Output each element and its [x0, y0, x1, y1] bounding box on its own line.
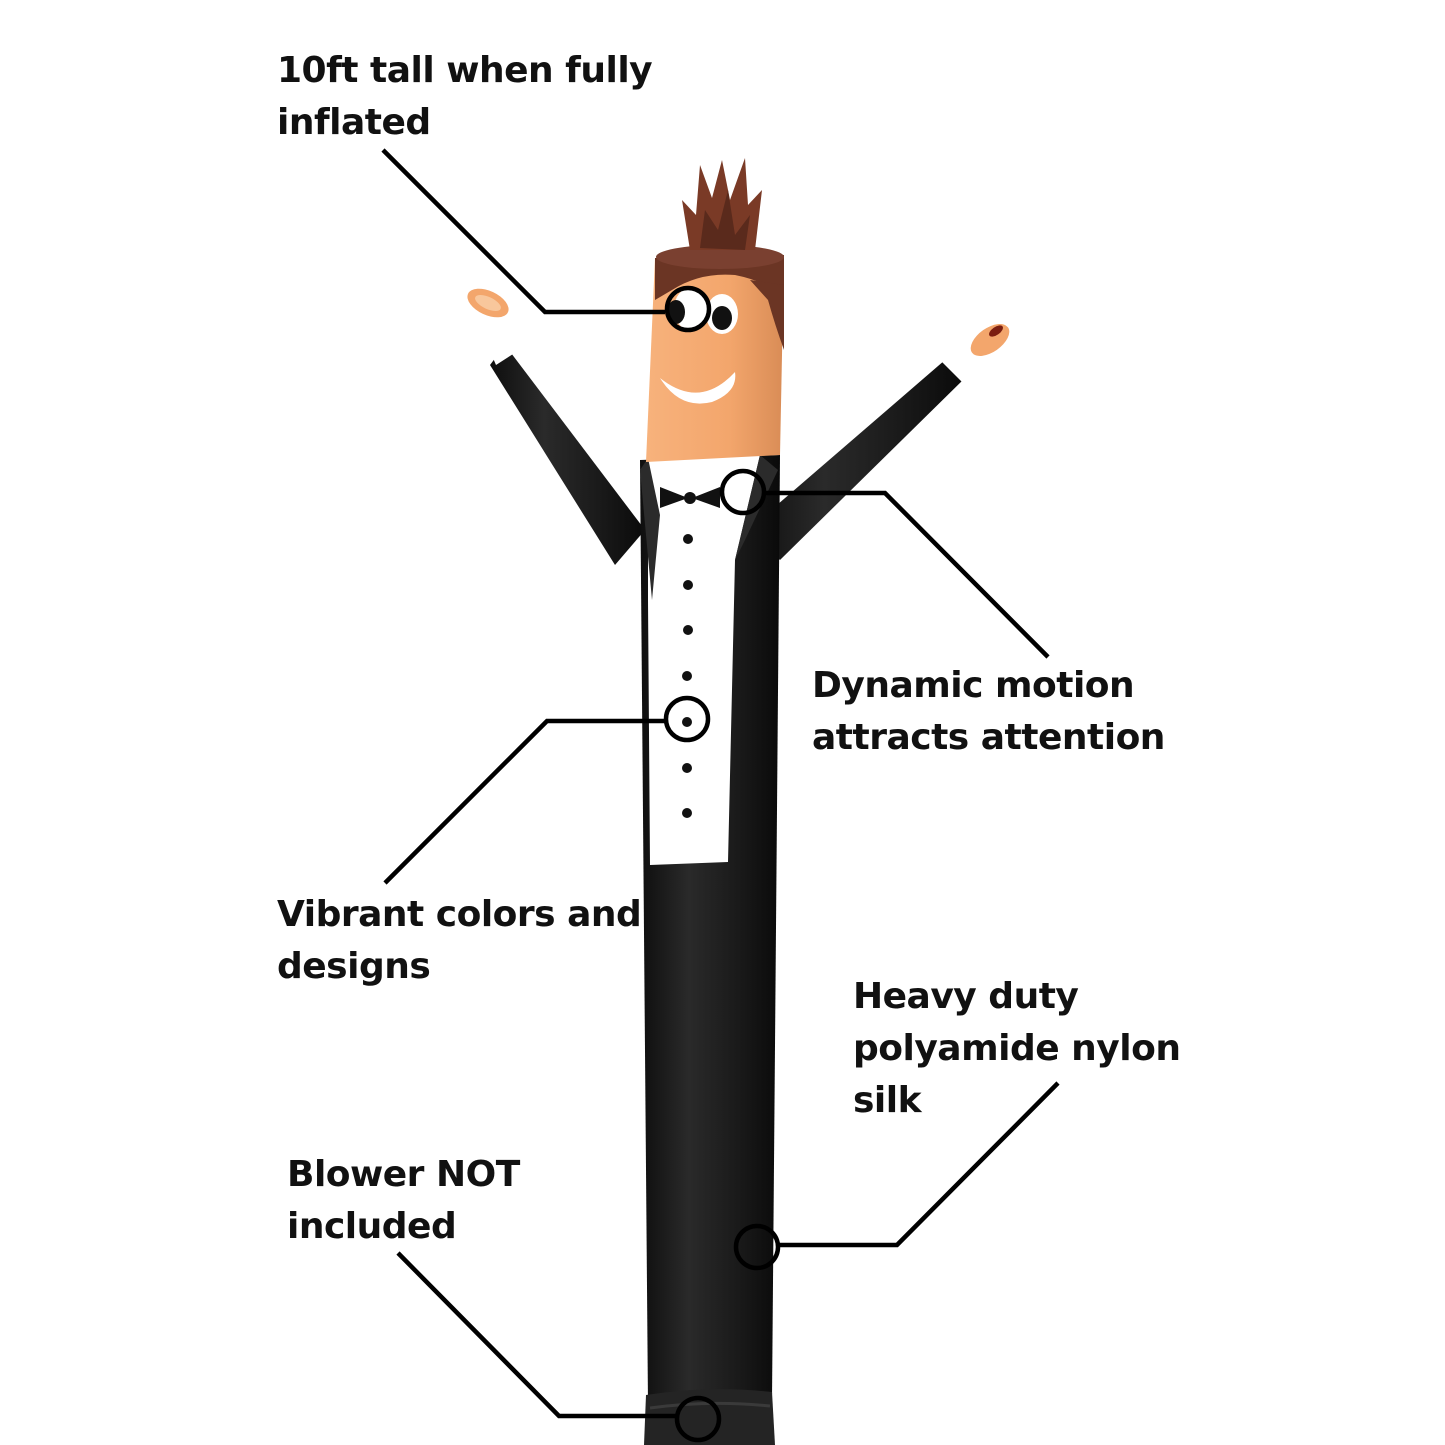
callout-height-line-1: 10ft tall when fully	[277, 50, 653, 91]
right-arm	[748, 324, 1010, 560]
callout-colors: Vibrant colors and designs	[277, 889, 642, 993]
smile-icon	[660, 372, 736, 404]
shirt-front	[648, 455, 760, 865]
callout-height: 10ft tall when fully inflated	[277, 45, 653, 149]
hair-tuft-icon	[682, 158, 762, 250]
callout-motion-line-2: attracts attention	[812, 717, 1165, 758]
callout-material-line-2: polyamide nylon	[853, 1028, 1181, 1069]
callout-material: Heavy duty polyamide nylon silk	[853, 971, 1181, 1127]
head	[646, 158, 784, 462]
callout-material-line-1: Heavy duty	[853, 976, 1079, 1017]
shirt-buttons	[682, 534, 693, 818]
callout-blower-line-2: included	[287, 1206, 457, 1247]
callout-material-line-3: silk	[853, 1080, 922, 1121]
callout-colors-line-2: designs	[277, 946, 431, 987]
callout-motion: Dynamic motion attracts attention	[812, 660, 1165, 764]
callout-colors-line-1: Vibrant colors and	[277, 894, 642, 935]
eyes-icon	[667, 287, 738, 334]
callout-motion-line-1: Dynamic motion	[812, 665, 1135, 706]
callout-blower-line-1: Blower NOT	[287, 1154, 520, 1195]
left-arm	[467, 288, 645, 565]
callout-height-line-2: inflated	[277, 102, 431, 143]
callout-blower: Blower NOT included	[287, 1149, 520, 1253]
callout-lines	[381, 148, 1060, 1443]
bow-tie-icon	[660, 487, 720, 508]
